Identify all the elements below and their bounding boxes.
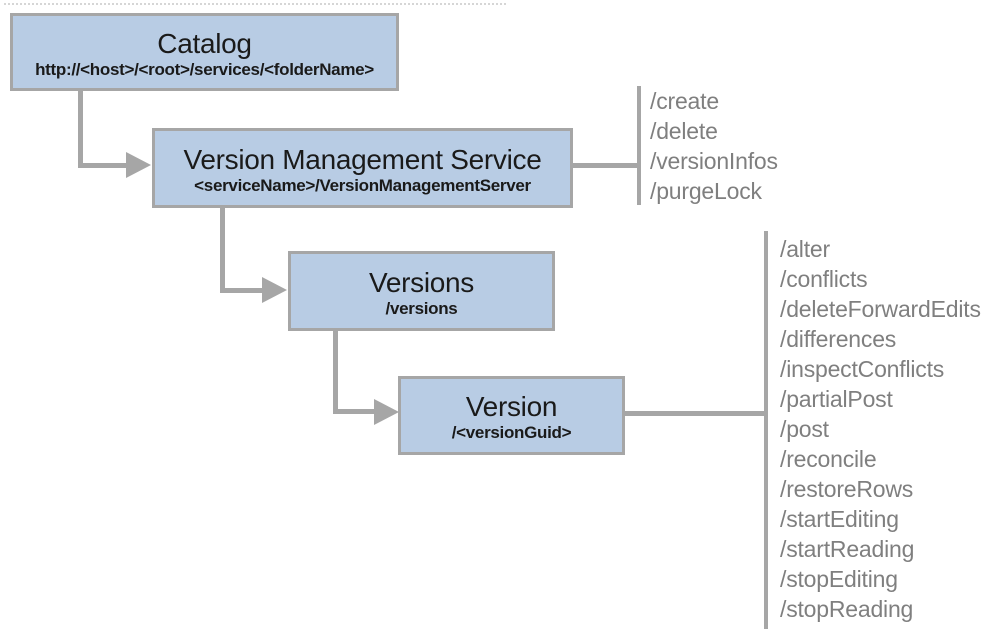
connector-version-to-operations — [623, 411, 765, 416]
operation-label: /differences — [780, 326, 897, 352]
node-versions-subtitle: /versions — [385, 298, 458, 318]
operation-label: /stopEditing — [780, 566, 898, 592]
operation-label: /conflicts — [780, 266, 868, 292]
node-version-subtitle: /<versionGuid> — [451, 423, 572, 442]
operation-label: /purgeLock — [650, 178, 762, 204]
arrowhead-vms-to-versions — [262, 277, 287, 303]
node-versions-title: Versions — [369, 266, 474, 298]
connector-vms-to-operations — [571, 163, 638, 168]
node-vms-subtitle: <serviceName>/VersionManagementServer — [194, 175, 531, 195]
dotted-guide-line — [4, 3, 506, 5]
operations-bracket-version — [764, 231, 768, 629]
operations-list-version: /alter/conflicts/deleteForwardEdits/diff… — [780, 234, 981, 624]
connector-catalog-to-vms-vertical — [78, 91, 83, 166]
node-version: Version /<versionGuid> — [398, 376, 625, 455]
node-version-title: Version — [465, 391, 558, 422]
connector-catalog-to-vms-horizontal — [78, 163, 126, 168]
operations-list-vms: /create/delete/versionInfos/purgeLock — [650, 86, 778, 206]
arrowhead-versions-to-version — [374, 399, 399, 425]
node-version-management-service: Version Management Service <serviceName>… — [152, 128, 573, 208]
node-catalog-subtitle: http://<host>/<root>/services/<folderNam… — [35, 59, 374, 79]
node-catalog: Catalog http://<host>/<root>/services/<f… — [10, 13, 399, 91]
operation-label: /startEditing — [780, 506, 899, 532]
operation-label: /restoreRows — [780, 476, 914, 502]
connector-versions-to-version-horizontal — [333, 409, 378, 414]
operations-bracket-vms — [637, 86, 641, 205]
operation-label: /reconcile — [780, 446, 877, 472]
operation-label: /partialPost — [780, 386, 893, 412]
connector-vms-to-versions-horizontal — [220, 288, 263, 293]
arrowhead-catalog-to-vms — [126, 152, 151, 178]
connector-vms-to-versions-vertical — [220, 205, 225, 291]
operation-label: /delete — [650, 118, 718, 144]
connector-versions-to-version-vertical — [333, 330, 338, 414]
operation-label: /create — [650, 88, 719, 114]
node-vms-title: Version Management Service — [183, 143, 542, 175]
node-catalog-title: Catalog — [157, 27, 252, 59]
operation-label: /versionInfos — [650, 148, 778, 174]
operation-label: /alter — [780, 236, 830, 262]
node-versions: Versions /versions — [288, 251, 555, 331]
operation-label: /deleteForwardEdits — [780, 296, 981, 322]
operation-label: /inspectConflicts — [780, 356, 945, 382]
operation-label: /stopReading — [780, 596, 914, 622]
operation-label: /startReading — [780, 536, 915, 562]
operation-label: /post — [780, 416, 829, 442]
